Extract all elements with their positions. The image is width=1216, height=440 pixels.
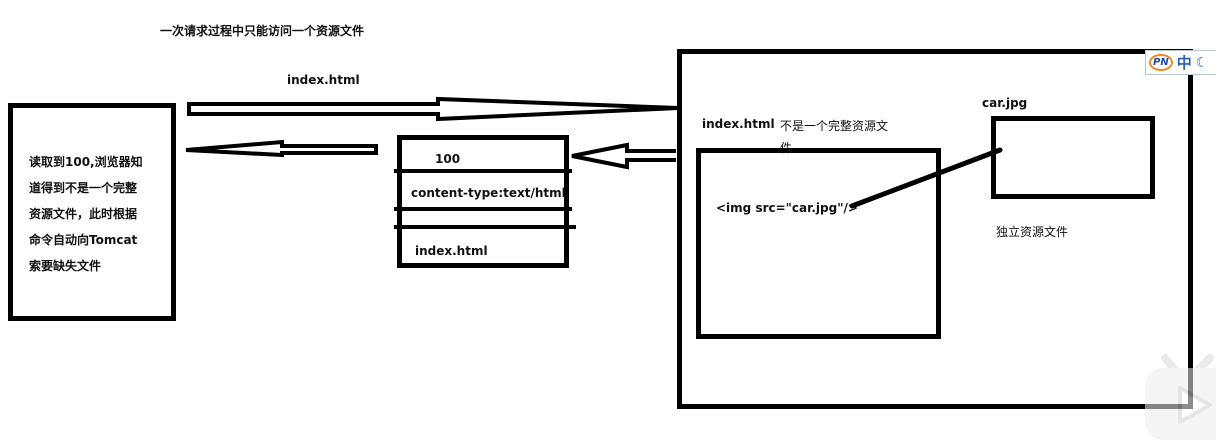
browser-note-line: 命令自动向Tomcat	[29, 233, 138, 247]
response-arrow	[571, 142, 676, 170]
request-label: index.html	[287, 73, 360, 87]
ime-indicator[interactable]: PN 中 ☾	[1145, 50, 1216, 75]
index-html-label: index.html	[702, 117, 775, 131]
browser-note-line: 索要缺失文件	[29, 259, 102, 273]
browser-return-arrow	[185, 139, 378, 158]
tv-play-icon	[1145, 354, 1216, 440]
moon-icon: ☾	[1195, 54, 1209, 71]
car-jpg-label: car.jpg	[982, 96, 1028, 110]
browser-note-line: 读取到100,浏览器知	[29, 155, 143, 169]
response-divider	[394, 207, 572, 211]
response-status-code: 100	[435, 152, 461, 166]
ime-mode-label: 中	[1176, 54, 1192, 72]
response-divider	[394, 169, 572, 173]
request-arrow	[187, 96, 679, 122]
browser-box: 读取到100,浏览器知 道得到不是一个完整 资源文件，此时根据 命令自动向Tom…	[8, 103, 176, 321]
response-body: index.html	[415, 244, 488, 258]
car-jpg-box	[991, 116, 1155, 199]
server-box	[677, 49, 1193, 409]
response-content-type: content-type:text/html	[411, 186, 566, 200]
browser-note-line: 资源文件，此时根据	[29, 207, 138, 221]
diagram-title: 一次请求过程中只能访问一个资源文件	[160, 24, 365, 38]
car-jpg-note: 独立资源文件	[996, 225, 1069, 239]
ime-logo-icon: PN	[1149, 54, 1173, 71]
img-to-car-connector	[849, 147, 1003, 209]
response-divider	[394, 225, 576, 229]
browser-note-line: 道得到不是一个完整	[29, 181, 138, 195]
index-html-box: <img src="car.jpg"/>	[696, 148, 941, 339]
response-box: 100 content-type:text/html index.html	[397, 135, 569, 268]
img-tag-code: <img src="car.jpg"/>	[716, 201, 858, 215]
index-html-note: 不是一个完整资源文	[780, 119, 889, 133]
